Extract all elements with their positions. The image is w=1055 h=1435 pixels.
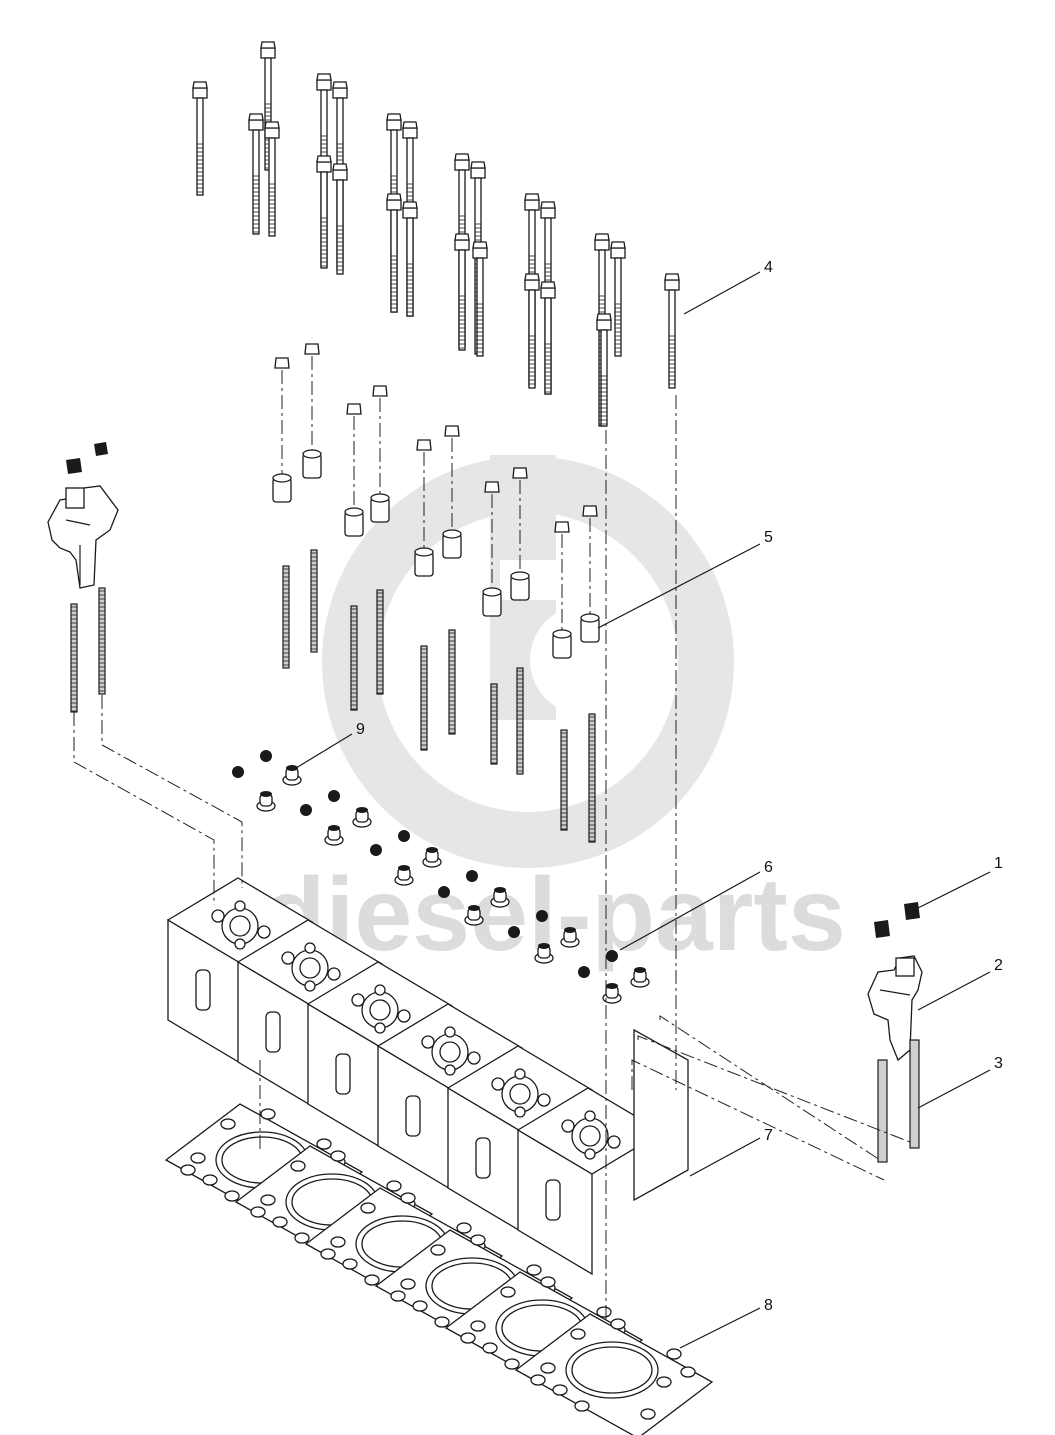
head-bolt [610, 241, 626, 357]
nut-and-spacer [442, 425, 462, 559]
callout-4: 4 [764, 259, 773, 276]
valve-stem-seal [490, 887, 510, 908]
left-bracket-assembly [47, 442, 119, 589]
callout-1: 1 [994, 855, 1003, 872]
callout-8: 8 [764, 1297, 773, 1314]
valve-stem-seal [464, 905, 484, 926]
valve-retainer [438, 886, 450, 898]
alignment-lines [73, 395, 911, 1320]
threaded-stud [98, 587, 106, 695]
head-bolt [386, 193, 402, 313]
threaded-stud [310, 549, 318, 653]
stud-group [70, 549, 596, 843]
threaded-stud [560, 729, 568, 831]
valve-retainer [536, 910, 548, 922]
head-bolt [664, 273, 680, 389]
valve-stem-seal [602, 983, 622, 1004]
valve-stem-seal [394, 865, 414, 886]
head-bolt [472, 241, 488, 357]
spacer-nut-group [272, 343, 600, 659]
head-bolt [192, 81, 208, 196]
head-bolt [316, 155, 332, 269]
head-bolt [540, 281, 556, 395]
nut-and-spacer [482, 481, 502, 617]
nut-and-spacer [510, 467, 530, 601]
valve-stem-seal [282, 765, 302, 786]
valve-stem-seal [422, 847, 442, 868]
head-bolt [596, 313, 612, 427]
valve-retainer [300, 804, 312, 816]
valve-retainer [370, 844, 382, 856]
threaded-stud [490, 683, 498, 765]
head-bolt [402, 201, 418, 317]
valve-stem-seal [630, 967, 650, 988]
nut-and-spacer [552, 521, 572, 659]
head-bolt [264, 121, 280, 237]
callout-9: 9 [356, 721, 365, 738]
valve-retainer [232, 766, 244, 778]
valve-retainer [578, 966, 590, 978]
threaded-stud [376, 589, 384, 695]
valve-stem-seal [256, 791, 276, 812]
threaded-stud [350, 605, 358, 711]
callout-5: 5 [764, 529, 773, 546]
callout-layer: 1 2 3 4 5 6 7 8 9 [295, 259, 1003, 1349]
valve-stem-seal [324, 825, 344, 846]
head-bolt [524, 273, 540, 389]
nut-and-spacer [370, 385, 390, 523]
threaded-stud [282, 565, 290, 669]
nut-and-spacer [414, 439, 434, 577]
threaded-stud [516, 667, 524, 775]
threaded-stud [70, 603, 78, 713]
callout-2: 2 [994, 957, 1003, 974]
valve-retainer [328, 790, 340, 802]
head-bolt-group [192, 41, 680, 427]
valve-retainer [260, 750, 272, 762]
threaded-stud [588, 713, 596, 843]
cylinder-head-group [166, 877, 689, 1276]
valve-stem-seal [534, 943, 554, 964]
valve-retainer [508, 926, 520, 938]
nut-and-spacer [580, 505, 600, 643]
valve-stem-seal [352, 807, 372, 828]
valve-stem-seal [560, 927, 580, 948]
nut-and-spacer [272, 357, 292, 503]
threaded-stud [448, 629, 456, 735]
threaded-stud [420, 645, 428, 751]
head-gasket-group [164, 1103, 714, 1435]
callout-6: 6 [764, 859, 773, 876]
valve-seal-group [232, 750, 650, 1004]
valve-retainer [606, 950, 618, 962]
cylinder-head [306, 961, 454, 1150]
nut-and-spacer [344, 403, 364, 537]
head-bolt [454, 233, 470, 351]
head-bolt [248, 113, 264, 235]
valve-retainer [466, 870, 478, 882]
nut-and-spacer [302, 343, 322, 479]
head-bolt [332, 163, 348, 275]
right-bracket-assembly [867, 902, 923, 1163]
valve-retainer [398, 830, 410, 842]
cylinder-head [516, 1087, 664, 1276]
callout-3: 3 [994, 1055, 1003, 1072]
head-gasket [514, 1313, 714, 1435]
end-plate [633, 1028, 689, 1202]
callout-7: 7 [764, 1127, 773, 1144]
